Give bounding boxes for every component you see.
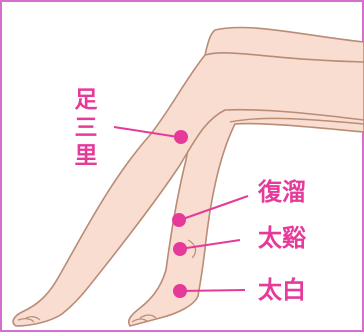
- fuliu-point: [172, 213, 186, 227]
- fuliu-label: 復溜: [258, 180, 306, 204]
- taibai-point: [173, 284, 187, 298]
- zusanli-point: [174, 130, 188, 144]
- taixi-label: 太谿: [258, 226, 306, 250]
- zusanli-char-2: 三: [72, 114, 100, 142]
- zusanli-char-3: 里: [72, 142, 100, 170]
- taixi-point: [173, 242, 187, 256]
- zusanli-label: 足 三 里: [72, 86, 100, 170]
- taibai-leader: [180, 290, 245, 291]
- zusanli-char-1: 足: [72, 86, 100, 114]
- taibai-label: 太白: [258, 278, 306, 302]
